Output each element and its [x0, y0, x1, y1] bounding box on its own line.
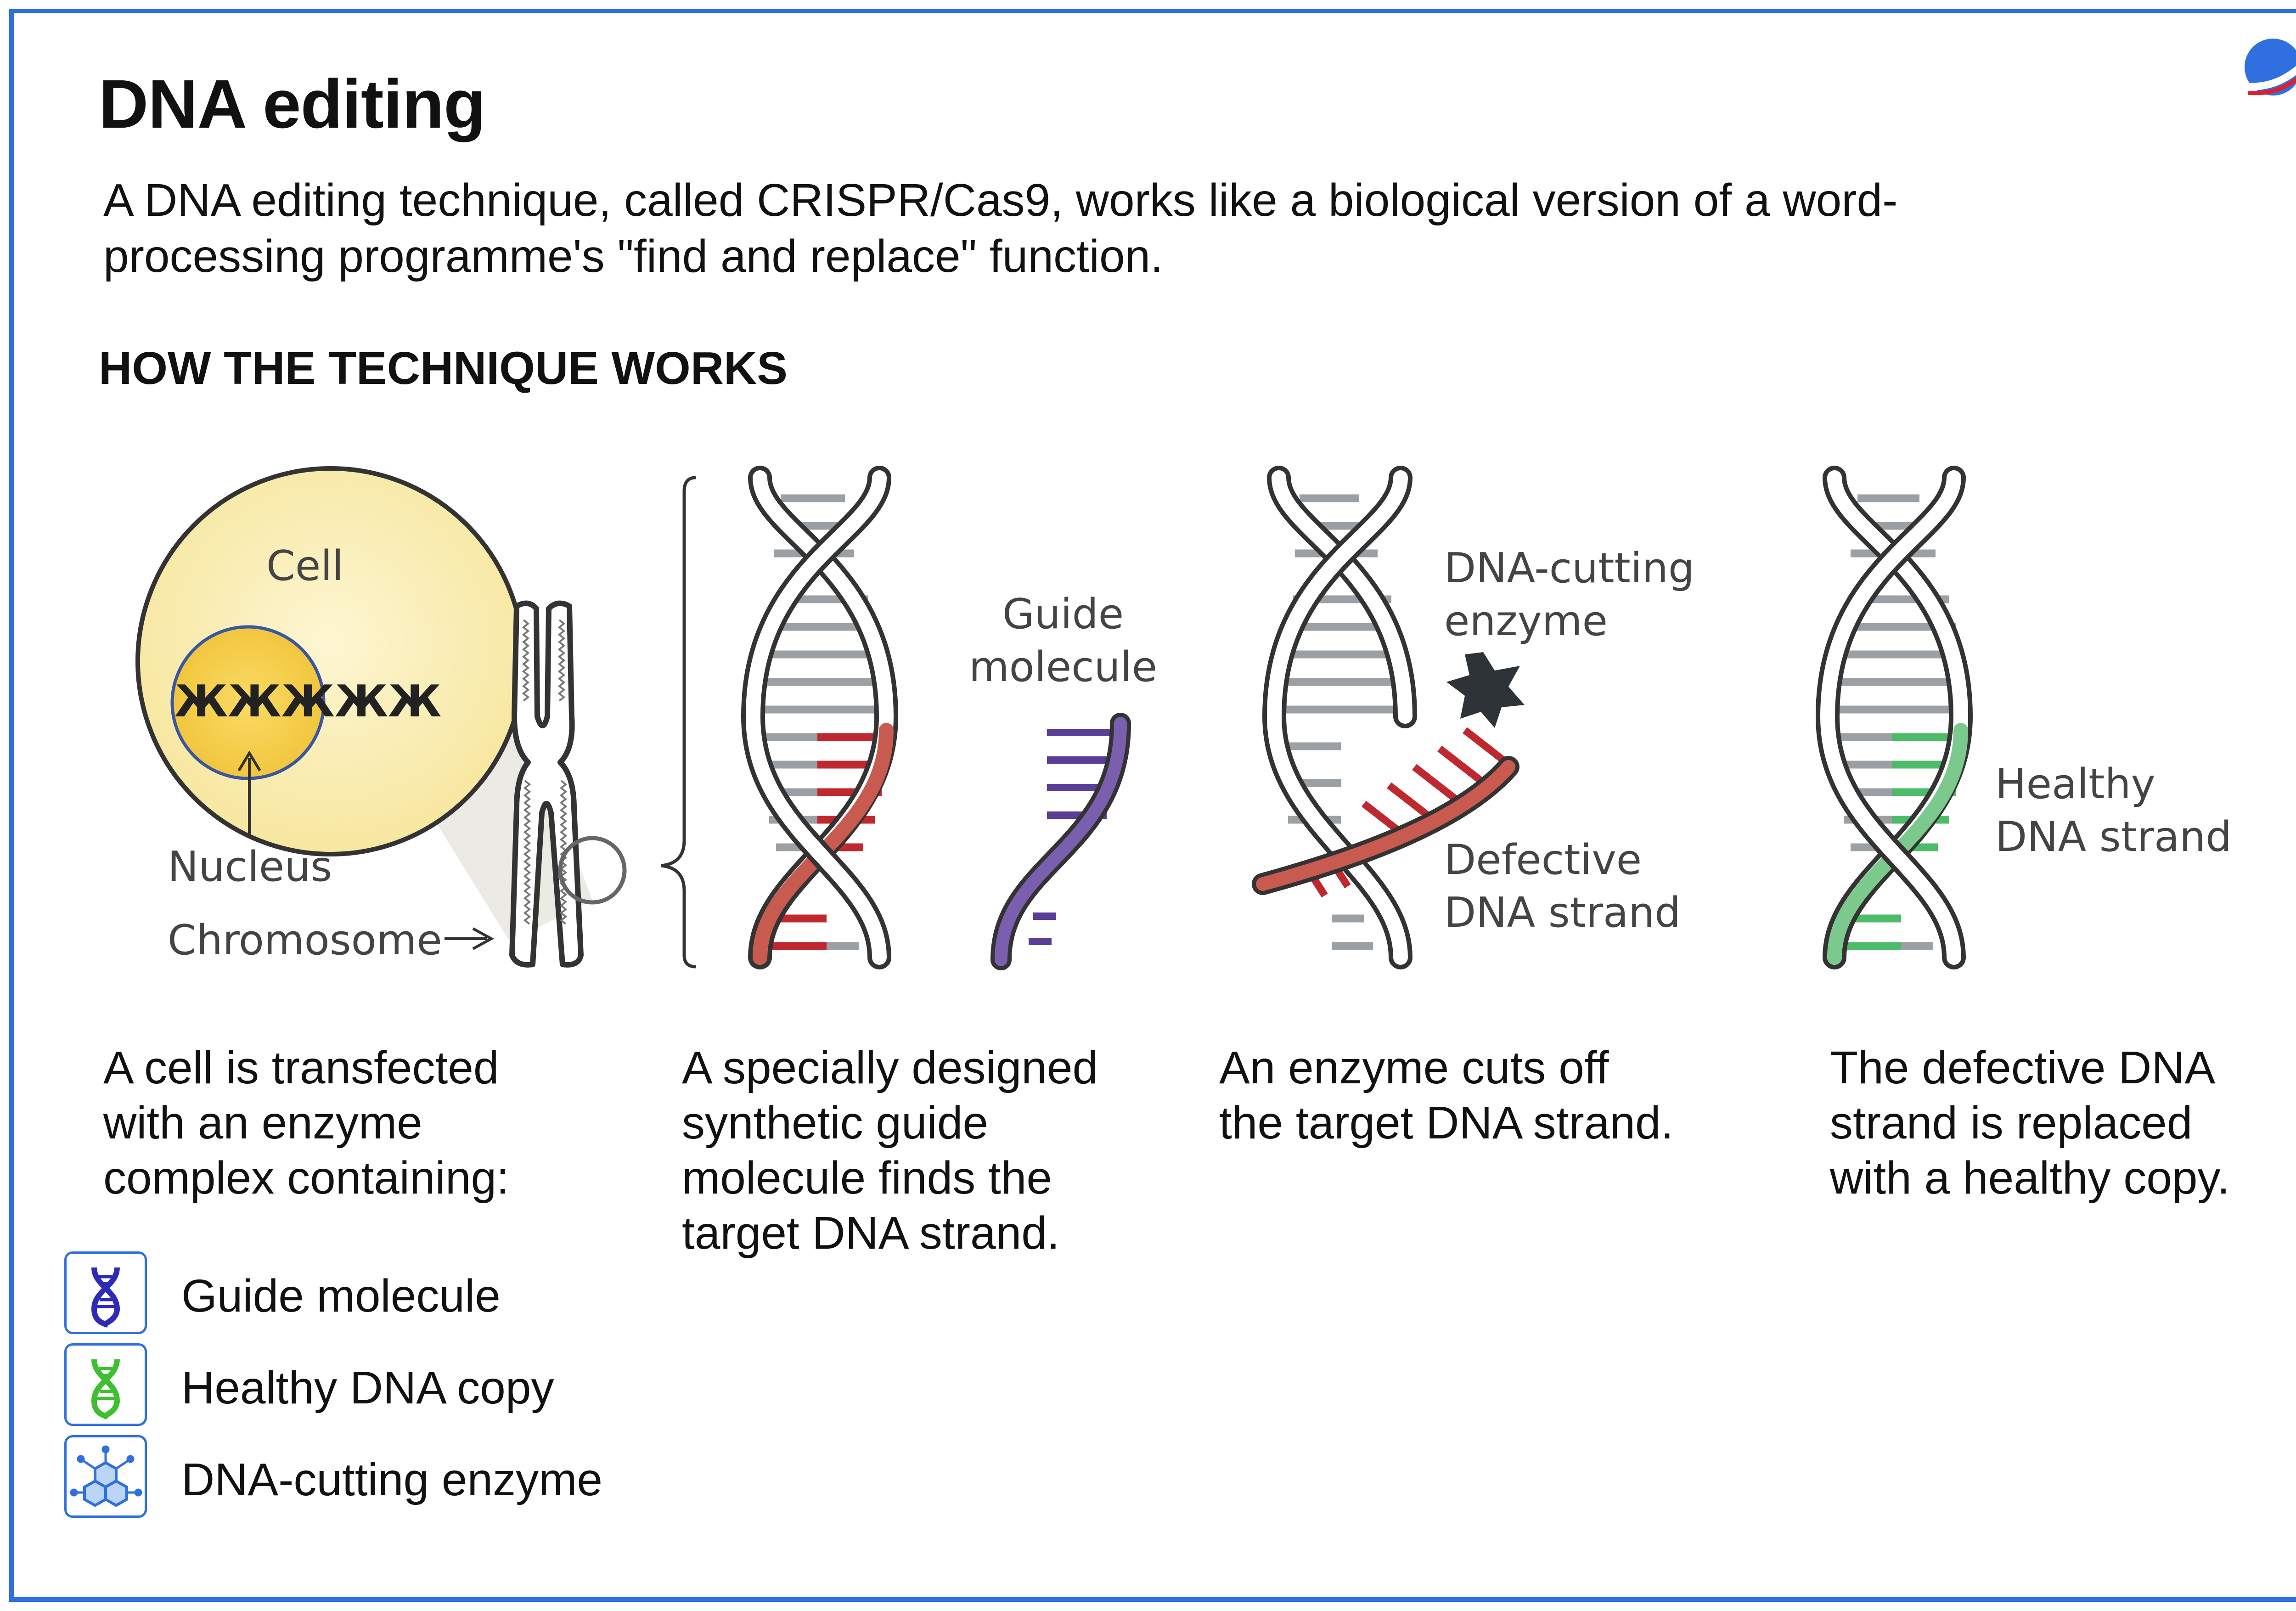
cutting-enzyme-label: DNA-cutting enzyme: [1444, 542, 1694, 648]
caption-line: target DNA strand.: [682, 1207, 1060, 1259]
helix-4-backbone: [1815, 466, 1973, 969]
dna-helix-icon: [64, 1343, 147, 1426]
cell-label: Cell: [266, 542, 344, 590]
caption-line: The defective DNA: [1830, 1042, 2216, 1093]
caption-line: molecule finds the: [682, 1152, 1052, 1204]
caption-line: with an enzyme: [103, 1097, 422, 1149]
dna-helix-icon: [64, 1251, 147, 1334]
caption-line: the target DNA strand.: [1219, 1097, 1674, 1149]
step-2-caption: A specially designed synthetic guide mol…: [682, 1040, 1098, 1261]
legend-label: Guide molecule: [181, 1270, 501, 1322]
legend-label: Healthy DNA copy: [181, 1362, 554, 1414]
enzyme-star-icon: [1446, 652, 1525, 728]
caption-line: A cell is transfected: [103, 1042, 499, 1093]
label-line: molecule: [969, 643, 1158, 691]
defective-strand-label: Defective DNA strand: [1444, 834, 1681, 939]
intro-line: A DNA editing technique, called CRISPR/C…: [103, 175, 1898, 226]
label-line: DNA strand: [1995, 813, 2232, 861]
chromosome-glyphs: ЖЖЖЖЖ: [174, 676, 441, 727]
section-heading: HOW THE TECHNIQUE WORKS: [99, 343, 788, 394]
legend-label: DNA-cutting enzyme: [181, 1454, 602, 1505]
guide-molecule-label: Guide molecule: [969, 588, 1157, 693]
legend-item-dna-cutting-enzyme: DNA-cutting enzyme: [64, 1435, 707, 1520]
label-line: enzyme: [1444, 597, 1608, 645]
brand-logo-icon: [2245, 39, 2296, 96]
healthy-strand-label: Healthy DNA strand: [1995, 758, 2232, 863]
legend-item-healthy-dna-copy: Healthy DNA copy: [64, 1343, 707, 1428]
page-border: [9, 9, 2296, 1602]
label-line: DNA strand: [1444, 889, 1681, 937]
helix-2-backbone: [741, 466, 899, 969]
guide-molecule-strand: [990, 713, 1131, 970]
step-1-caption: A cell is transfected with an enzyme com…: [103, 1040, 509, 1205]
zoom-bracket: [661, 476, 696, 969]
caption-line: synthetic guide: [682, 1097, 989, 1149]
intro-text: A DNA editing technique, called CRISPR/C…: [103, 172, 2124, 284]
label-line: Healthy: [1995, 760, 2155, 808]
helix-3-backbone: [1262, 466, 1417, 969]
label-line: Defective: [1444, 836, 1642, 884]
legend-item-guide-molecule: Guide molecule: [64, 1251, 707, 1336]
caption-line: with a healthy copy.: [1830, 1152, 2230, 1204]
enzyme-molecule-icon: [64, 1435, 147, 1518]
zoom-circle: [558, 836, 627, 905]
caption-line: strand is replaced: [1830, 1097, 2193, 1149]
caption-line: A specially designed: [682, 1042, 1098, 1093]
step-3-caption: An enzyme cuts off the target DNA strand…: [1219, 1040, 1673, 1150]
intro-line: processing programme's "find and replace…: [103, 231, 1163, 282]
label-line: DNA-cutting: [1444, 544, 1694, 592]
caption-line: complex containing:: [103, 1152, 509, 1204]
step-4-caption: The defective DNA strand is replaced wit…: [1830, 1040, 2230, 1205]
label-line: Guide: [1002, 590, 1124, 638]
page-title: DNA editing: [99, 65, 486, 142]
caption-line: An enzyme cuts off: [1219, 1042, 1609, 1093]
defective-strand: [1252, 756, 1519, 895]
chromosome-label: Chromosome: [168, 916, 442, 964]
nucleus-label: Nucleus: [168, 843, 332, 891]
svg-text:ЖЖЖЖЖ: ЖЖЖЖЖ: [174, 676, 441, 727]
